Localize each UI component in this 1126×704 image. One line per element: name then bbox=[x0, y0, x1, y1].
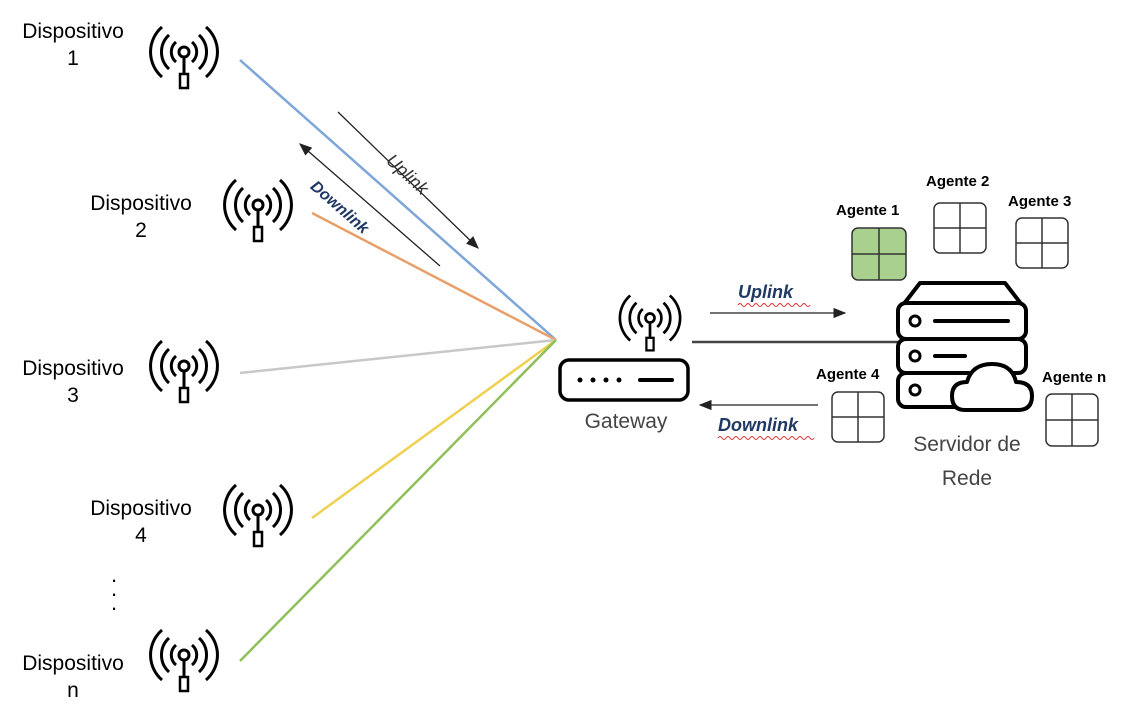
device-4-antenna-icon bbox=[223, 483, 293, 548]
device-n-link bbox=[239, 339, 557, 662]
gateway-label: Gateway bbox=[584, 410, 668, 433]
left-uplink-arrow bbox=[337, 111, 479, 249]
device-ellipsis: . . . bbox=[111, 562, 118, 615]
agent-1-grid-icon bbox=[851, 227, 907, 281]
device-2-link bbox=[311, 211, 557, 342]
device-2-antenna-icon bbox=[223, 178, 293, 243]
agent-1-label: Agente 1 bbox=[836, 202, 900, 219]
agent-4-label: Agente 4 bbox=[816, 366, 880, 383]
device-1-antenna-icon bbox=[149, 25, 219, 90]
device-3-link bbox=[239, 338, 557, 375]
agent-4-grid-icon bbox=[831, 391, 885, 443]
right-downlink-label: Downlink bbox=[718, 415, 798, 435]
device-4-link bbox=[311, 338, 557, 520]
right-uplink-label: Uplink bbox=[738, 282, 794, 302]
agent-2-label: Agente 2 bbox=[926, 173, 990, 190]
agent-3-label: Agente 3 bbox=[1008, 193, 1072, 210]
server-cloud-icon bbox=[896, 281, 1034, 412]
gateway-router-icon bbox=[558, 294, 690, 402]
agent-2-grid-icon bbox=[933, 202, 987, 254]
agent-3-grid-icon bbox=[1015, 217, 1069, 269]
agent-n-grid-icon bbox=[1045, 393, 1099, 447]
device-n-antenna-icon bbox=[149, 628, 219, 693]
agent-n-label: Agente n bbox=[1042, 369, 1107, 386]
right-downlink-spell-underline bbox=[717, 436, 815, 440]
device-1-link bbox=[239, 59, 557, 341]
right-uplink-spell-underline bbox=[737, 303, 811, 307]
device-3-antenna-icon bbox=[149, 339, 219, 404]
left-downlink-arrow bbox=[299, 143, 441, 267]
